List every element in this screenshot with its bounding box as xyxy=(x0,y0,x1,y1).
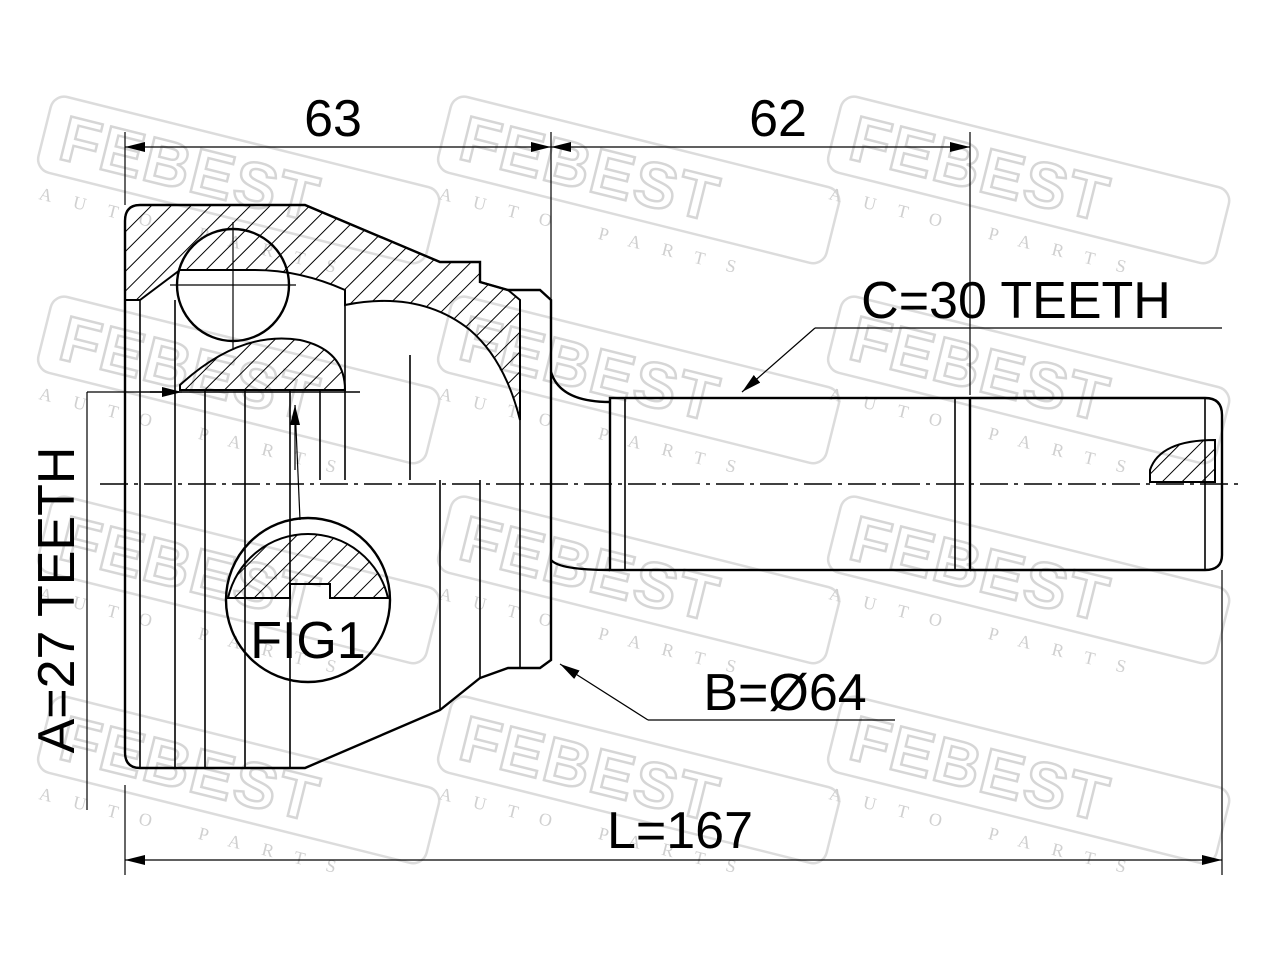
dimension-total-length: L=167 xyxy=(124,570,1223,875)
watermark-logo: FEBEST AUTO PARTS xyxy=(826,95,1231,282)
dimension-housing-length: 63 xyxy=(124,90,552,300)
watermark-logo: FEBEST AUTO PARTS xyxy=(36,295,441,482)
seal-diameter-label: B=Ø64 xyxy=(703,664,866,722)
fig1-label: FIG1 xyxy=(250,612,366,670)
threaded-end xyxy=(970,396,1224,572)
watermark-logo: FEBEST AUTO PARTS xyxy=(436,695,841,882)
shaft-length-value: 62 xyxy=(749,90,807,148)
seal-diameter-callout: B=Ø64 xyxy=(559,663,895,722)
center-hole-hatch xyxy=(1149,438,1216,483)
housing-section-hatch xyxy=(124,204,521,421)
total-length-value: L=167 xyxy=(607,802,753,860)
housing-length-value: 63 xyxy=(304,90,362,148)
shaft-neck xyxy=(549,371,611,572)
inner-spline-label: A=27 TEETH xyxy=(28,447,86,754)
fig1-detail: FIG1 xyxy=(224,404,392,684)
watermark-logo: FEBEST AUTO PARTS xyxy=(36,695,441,882)
watermark-logo: FEBEST AUTO PARTS xyxy=(826,695,1231,882)
inner-race-hatch xyxy=(179,337,347,391)
outer-spline-label: C=30 TEETH xyxy=(861,272,1171,330)
outer-spline-callout: C=30 TEETH xyxy=(741,272,1222,393)
watermark-logo: FEBEST AUTO PARTS xyxy=(826,495,1231,682)
dimension-shaft-length: 62 xyxy=(551,90,971,395)
inner-spline-callout: A=27 TEETH xyxy=(28,387,182,810)
